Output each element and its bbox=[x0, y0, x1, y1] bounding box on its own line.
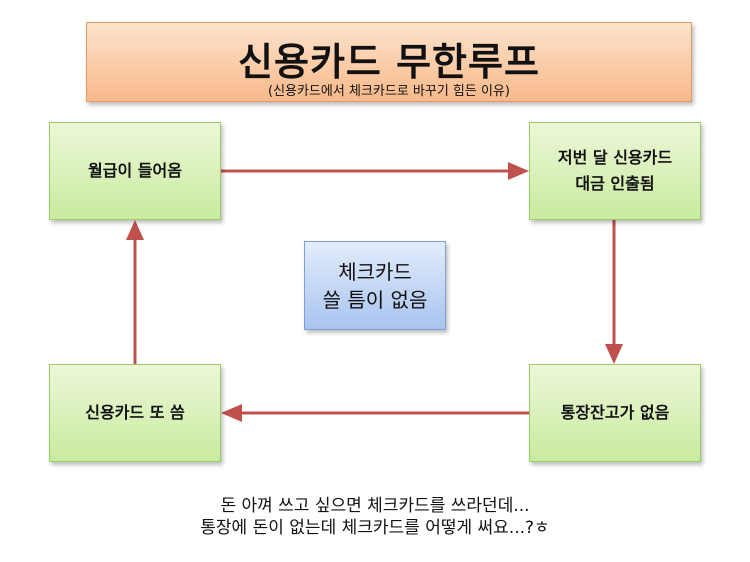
node-use-card-again: 신용카드 또 씀 bbox=[49, 364, 221, 462]
diagram-subtitle: (신용카드에서 체크카드로 바꾸기 힘든 이유) bbox=[268, 84, 510, 99]
caption-line-1: 돈 아껴 쓰고 싶으면 체크카드를 쓰라던데... bbox=[220, 496, 530, 516]
node-no-balance: 통장잔고가 없음 bbox=[529, 364, 701, 462]
node-salary: 월급이 들어옴 bbox=[49, 122, 221, 220]
node-card-bill: 저번 달 신용카드 대금 인출됨 bbox=[529, 122, 701, 220]
title-box: 신용카드 무한루프 (신용카드에서 체크카드로 바꾸기 힘든 이유) bbox=[86, 22, 692, 102]
caption-line-2: 통장에 돈이 없는데 체크카드를 어떻게 써요...?ㅎ bbox=[200, 518, 550, 538]
arrow-balance-to-card bbox=[221, 404, 529, 422]
center-note: 체크카드 쓸 틈이 없음 bbox=[304, 241, 446, 330]
arrow-salary-to-bill bbox=[221, 162, 529, 180]
diagram-title: 신용카드 무한루프 bbox=[238, 40, 540, 84]
arrow-card-to-salary bbox=[126, 220, 144, 364]
arrow-bill-to-balance bbox=[605, 220, 623, 364]
